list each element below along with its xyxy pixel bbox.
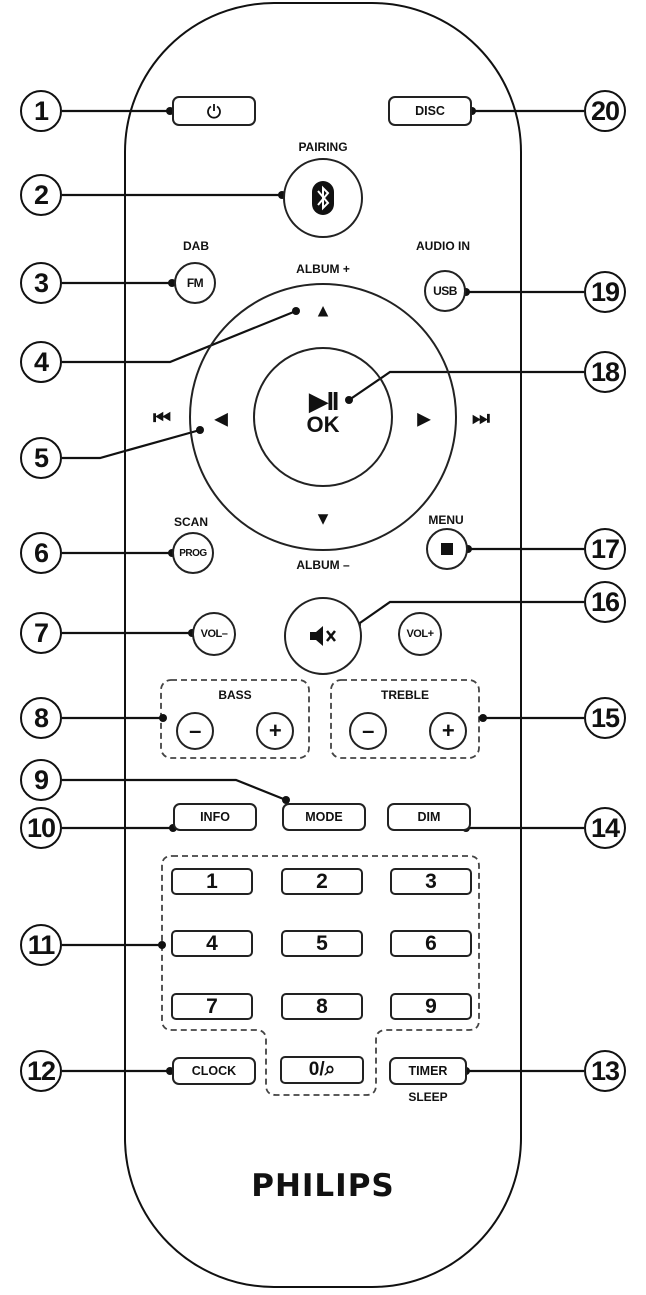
album-minus-label: ALBUM – xyxy=(296,558,350,572)
callout-3: 3 xyxy=(20,262,62,304)
mute-button[interactable] xyxy=(284,597,362,675)
stop-button[interactable] xyxy=(426,528,468,570)
callout-6: 6 xyxy=(20,532,62,574)
mode-button[interactable]: MODE xyxy=(282,803,366,831)
digit-7-button[interactable]: 7 xyxy=(171,993,253,1020)
album-plus-label: ALBUM + xyxy=(296,262,350,276)
callout-12: 12 xyxy=(20,1050,62,1092)
callout-15: 15 xyxy=(584,697,626,739)
bass-plus-button[interactable]: + xyxy=(256,712,294,750)
leader-16 xyxy=(356,600,584,626)
callout-20: 20 xyxy=(584,90,626,132)
digit-8-button[interactable]: 8 xyxy=(281,993,363,1020)
leader-4 xyxy=(62,309,297,364)
prog-button[interactable]: PROG xyxy=(172,532,214,574)
play-pause-ok-button[interactable]: ▶II OK xyxy=(307,388,340,436)
disc-button[interactable]: DISC xyxy=(388,96,472,126)
treble-group-outline xyxy=(330,679,480,759)
callout-11: 11 xyxy=(20,924,62,966)
stop-icon xyxy=(441,543,453,555)
treble-minus-button[interactable]: – xyxy=(349,712,387,750)
digit-3-button[interactable]: 3 xyxy=(390,868,472,895)
bluetooth-icon xyxy=(312,181,334,215)
callout-17: 17 xyxy=(584,528,626,570)
bluetooth-button[interactable] xyxy=(283,158,363,238)
callout-2: 2 xyxy=(20,174,62,216)
power-button[interactable] xyxy=(172,96,256,126)
right-arrow-button[interactable]: ▶ xyxy=(417,408,431,429)
vol-minus-button[interactable]: VOL– xyxy=(192,612,236,656)
fm-button[interactable]: FM xyxy=(174,262,216,304)
callout-8: 8 xyxy=(20,697,62,739)
ok-ring xyxy=(253,347,393,487)
callout-16: 16 xyxy=(584,581,626,623)
digit-2-button[interactable]: 2 xyxy=(281,868,363,895)
vol-plus-button[interactable]: VOL+ xyxy=(398,612,442,656)
timer-button[interactable]: TIMER xyxy=(389,1057,467,1085)
ok-label: OK xyxy=(306,412,340,437)
digit-1-button[interactable]: 1 xyxy=(171,868,253,895)
left-arrow-button[interactable]: ◀ xyxy=(214,408,228,429)
dab-label: DAB xyxy=(183,239,209,253)
next-track-icon[interactable]: ⏭ xyxy=(472,407,490,430)
zero-search-button[interactable]: 0/⌕ xyxy=(280,1056,364,1084)
dim-button[interactable]: DIM xyxy=(387,803,471,831)
nav-ring xyxy=(189,283,457,551)
callout-10: 10 xyxy=(20,807,62,849)
info-button[interactable]: INFO xyxy=(173,803,257,831)
up-arrow-button[interactable]: ▲ xyxy=(314,300,332,321)
sleep-label: SLEEP xyxy=(408,1090,448,1104)
previous-track-icon[interactable]: ⏮ xyxy=(153,407,171,430)
usb-button[interactable]: USB xyxy=(424,270,466,312)
treble-label: TREBLE xyxy=(381,688,429,702)
callout-14: 14 xyxy=(584,807,626,849)
scan-label: SCAN xyxy=(173,515,209,529)
bass-minus-button[interactable]: – xyxy=(176,712,214,750)
callout-1: 1 xyxy=(20,90,62,132)
bass-label: BASS xyxy=(218,688,252,702)
treble-plus-button[interactable]: + xyxy=(429,712,467,750)
brand-logo: PHILIPS xyxy=(251,1168,395,1204)
menu-label: MENU xyxy=(428,513,464,527)
callout-7: 7 xyxy=(20,612,62,654)
keypad-group-outline xyxy=(161,855,480,1096)
down-arrow-button[interactable]: ▼ xyxy=(314,508,332,529)
leader-9 xyxy=(62,778,287,802)
callout-18: 18 xyxy=(584,351,626,393)
bass-group-outline xyxy=(160,679,310,759)
clock-button[interactable]: CLOCK xyxy=(172,1057,256,1085)
leader-5 xyxy=(62,428,201,460)
callout-4: 4 xyxy=(20,341,62,383)
audio-in-label: AUDIO IN xyxy=(416,239,470,253)
power-icon xyxy=(207,104,221,119)
leader-18 xyxy=(348,370,584,401)
digit-5-button[interactable]: 5 xyxy=(281,930,363,957)
digit-6-button[interactable]: 6 xyxy=(390,930,472,957)
mute-icon xyxy=(310,626,336,646)
pairing-label: PAIRING xyxy=(298,140,348,154)
callout-5: 5 xyxy=(20,437,62,479)
digit-4-button[interactable]: 4 xyxy=(171,930,253,957)
callout-19: 19 xyxy=(584,271,626,313)
digit-9-button[interactable]: 9 xyxy=(390,993,472,1020)
play-pause-icon: ▶II xyxy=(308,386,339,416)
callout-9: 9 xyxy=(20,759,62,801)
callout-13: 13 xyxy=(584,1050,626,1092)
